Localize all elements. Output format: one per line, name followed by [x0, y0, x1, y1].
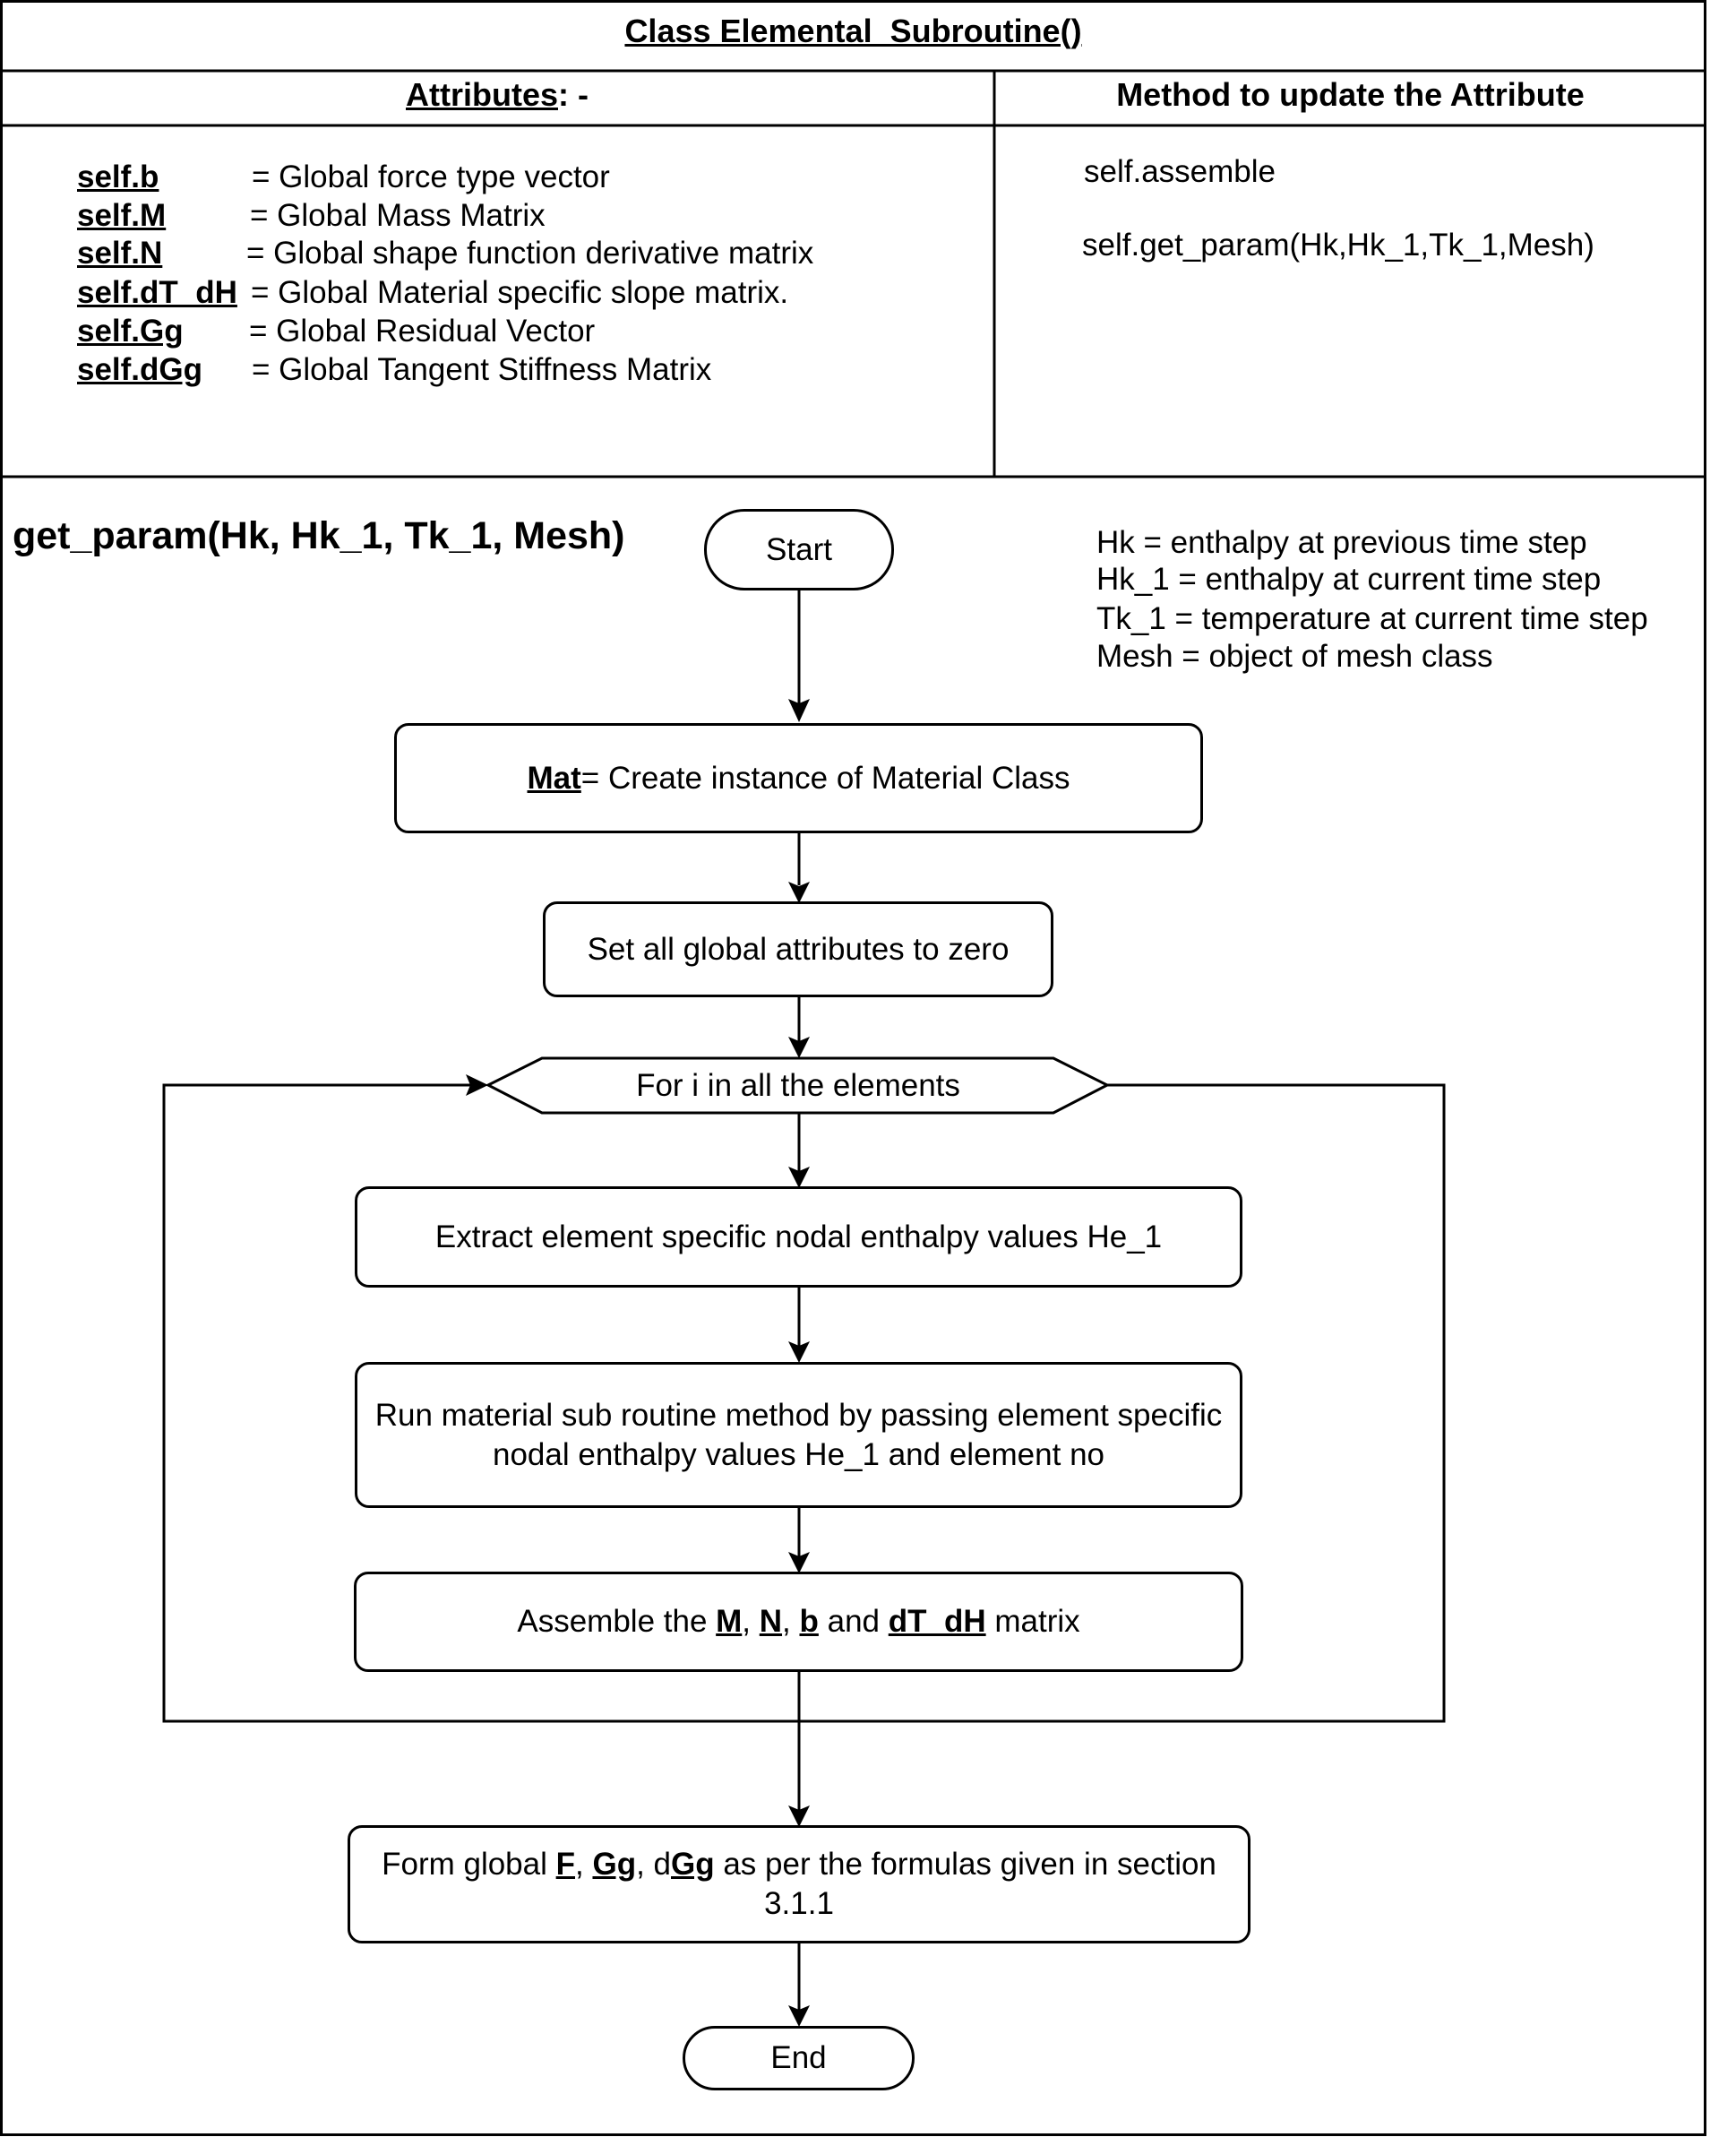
form-text: Form global [382, 1847, 556, 1882]
attribute-desc: = Global force type vector [252, 159, 610, 194]
attribute-row: self.Gg = Global Residual Vector [77, 314, 595, 349]
assemble-M: M [716, 1604, 743, 1639]
arrowhead-end [788, 2005, 810, 2027]
attribute-name: self.Gg [77, 314, 184, 349]
parameter-note: Mesh = object of mesh class [1096, 639, 1493, 674]
attributes-header-word: Attributes [406, 76, 558, 113]
attribute-row: self.M = Global Mass Matrix [77, 198, 546, 234]
arrowhead-extract [788, 1167, 810, 1188]
assemble-node: Assemble the M, N, b and dT_dH matrix [354, 1572, 1243, 1672]
form-F: F [555, 1847, 576, 1882]
attribute-desc: = Global Mass Matrix [250, 198, 546, 233]
attribute-row: self.b = Global force type vector [77, 159, 610, 195]
assemble-dTdH: dT_dH [888, 1604, 986, 1639]
run-material-node: Run material sub routine method by passi… [355, 1362, 1242, 1508]
attribute-row: self.N = Global shape function derivative… [77, 236, 813, 271]
form-comma: , [575, 1847, 593, 1882]
arrowhead-form [788, 1805, 810, 1827]
mat-description: = Create instance of Material Class [580, 760, 1070, 796]
form-dGg: Gg [671, 1847, 715, 1882]
attribute-desc: = Global Material specific slope matrix. [251, 275, 789, 310]
loop-hexagon [485, 1056, 1111, 1115]
attributes-header: Attributes: - [0, 76, 994, 114]
arrowhead-assemble [788, 1552, 810, 1573]
attribute-desc: = Global Residual Vector [249, 314, 596, 349]
parameter-note: Hk = enthalpy at previous time step [1096, 525, 1587, 560]
loop-entry-line [162, 1083, 799, 1723]
arrowhead-loop-entry [466, 1074, 488, 1096]
assemble-tail: matrix [985, 1604, 1080, 1639]
attribute-desc: = Global shape function derivative matri… [246, 236, 814, 271]
arrowhead-run [788, 1341, 810, 1363]
attribute-name: self.M [77, 198, 167, 233]
assemble-comma: , [782, 1604, 800, 1639]
function-title: get_param(Hk, Hk_1, Tk_1, Mesh) [13, 514, 625, 557]
form-global-node: Form global F, Gg, dGg as per the formul… [348, 1825, 1250, 1943]
attribute-name: self.dT_dH [77, 275, 237, 310]
form-tail: as per the formulas given in section 3.1… [714, 1847, 1225, 1921]
attribute-row: self.dT_dH = Global Material specific slo… [77, 275, 788, 311]
method-item: self.get_param(Hk,Hk_1,Tk_1,Mesh) [1082, 228, 1594, 263]
attributes-header-suffix: : - [558, 76, 589, 113]
arrowhead-loop [788, 1037, 810, 1058]
set-zero-node: Set all global attributes to zero [543, 901, 1053, 997]
start-node: Start [704, 509, 894, 590]
assemble-and: and [818, 1604, 889, 1639]
create-material-node: Mat = Create instance of Material Class [394, 723, 1203, 833]
class-title: Class Elemental_Subroutine() [624, 13, 1082, 49]
parameter-note: Tk_1 = temperature at current time step [1096, 601, 1648, 636]
mat-variable: Mat [527, 760, 581, 796]
form-Gg: Gg [592, 1847, 637, 1882]
end-node: End [683, 2026, 915, 2090]
parameter-note: Hk_1 = enthalpy at current time step [1096, 562, 1602, 597]
loop-label: For i in all the elements [636, 1068, 960, 1103]
extract-node: Extract element specific nodal enthalpy … [355, 1186, 1242, 1288]
assemble-comma: , [742, 1604, 760, 1639]
form-comma-d: , d [636, 1847, 671, 1882]
arrowhead-mat [788, 699, 810, 722]
loop-back-line [799, 1083, 1446, 1723]
assemble-b: b [799, 1604, 819, 1639]
attribute-name: self.N [77, 236, 163, 271]
attribute-desc: = Global Tangent Stiffness Matrix [252, 352, 712, 387]
attribute-name: self.dGg [77, 352, 203, 387]
attribute-name: self.b [77, 159, 159, 194]
arrowhead-zero [788, 882, 810, 903]
assemble-text: Assemble the [517, 1604, 717, 1639]
method-item: self.assemble [1084, 154, 1276, 189]
attribute-row: self.dGg = Global Tangent Stiffness Matri… [77, 352, 711, 388]
methods-header: Method to update the Attribute [1116, 76, 1585, 113]
assemble-N: N [759, 1604, 783, 1639]
